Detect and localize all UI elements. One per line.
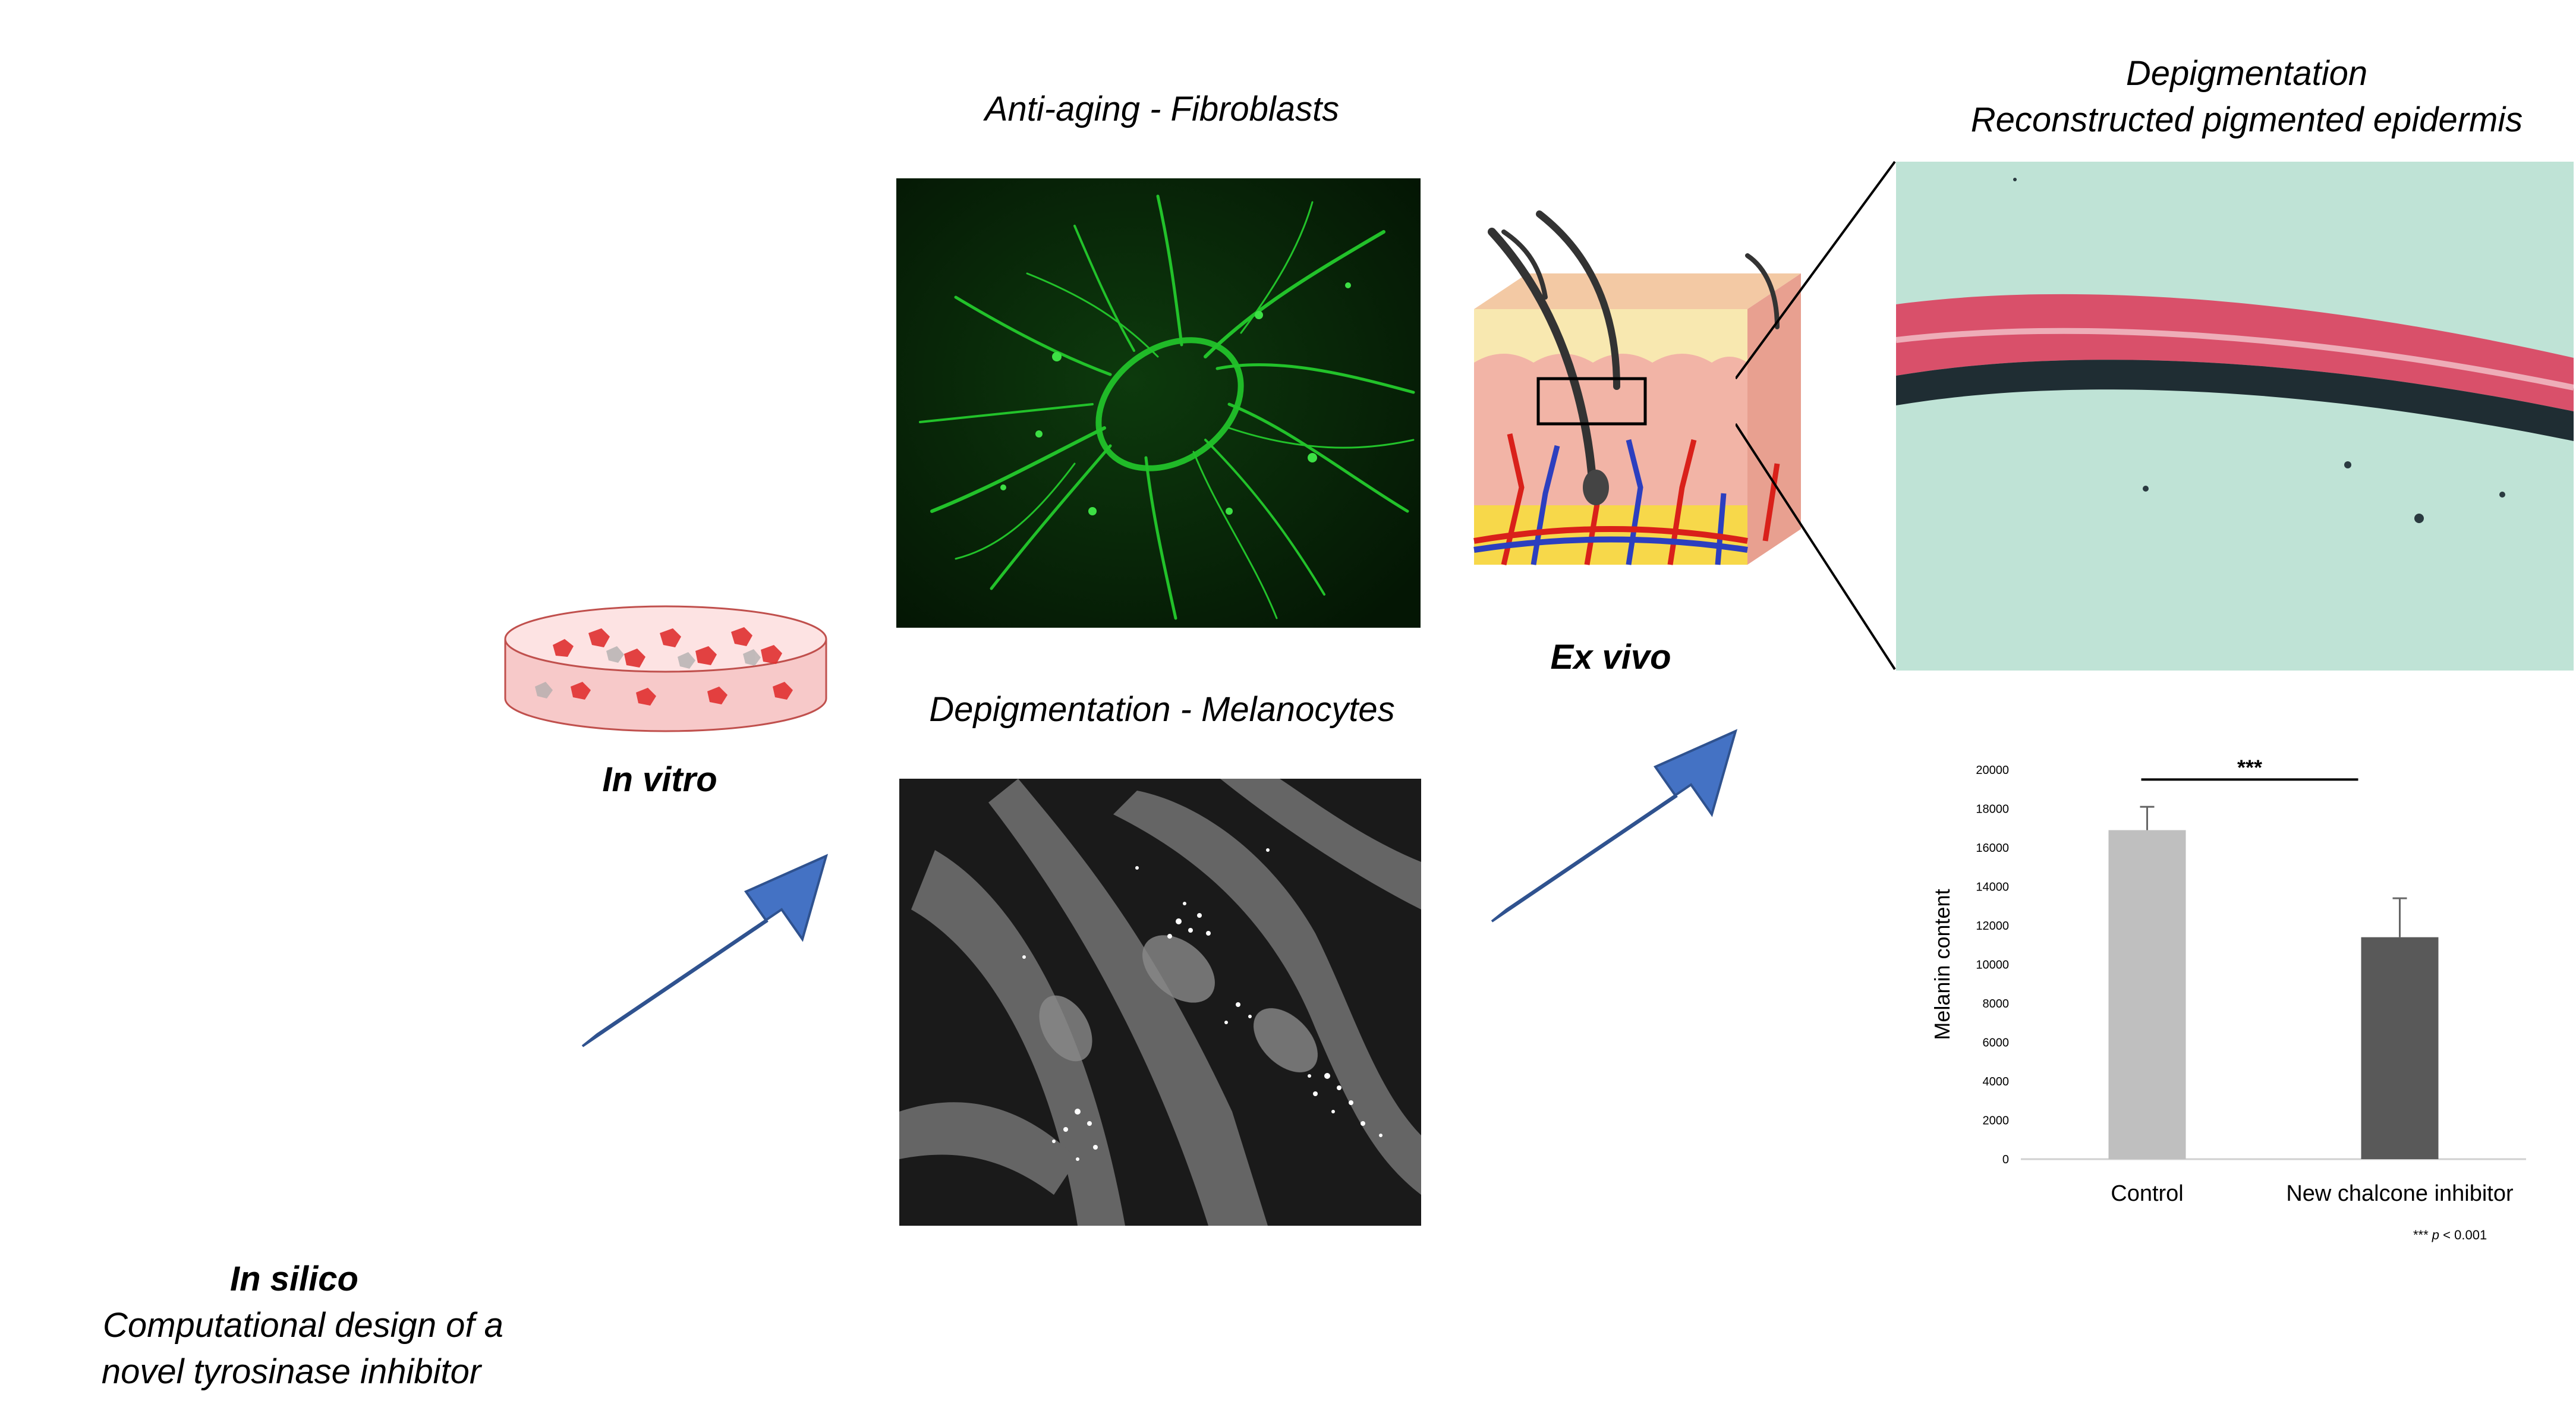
y-axis-label: Melanin content (1930, 889, 1954, 1040)
y-tick-label: 14000 (1976, 881, 2009, 894)
bar (2108, 830, 2186, 1159)
ex-vivo-label: Ex vivo (1550, 638, 1671, 676)
significance-stars: *** (2237, 755, 2262, 779)
zoom-lines (1736, 160, 1896, 671)
y-tick-label: 16000 (1976, 842, 2009, 855)
melanin-content-bar-chart: 0 2000 4000 6000 8000 10000 12000 14000 16000 180… (1930, 755, 2526, 1242)
in-silico-label: In silico (230, 1260, 358, 1298)
epidermis-title-line2: Reconstructed pigmented epidermis (1970, 100, 2523, 139)
fibroblasts-title: Anti-aging - Fibroblasts (984, 90, 1340, 128)
x-tick-label: New chalcone inhibitor (2286, 1181, 2514, 1206)
in-vitro-label: In vitro (602, 760, 717, 799)
x-tick-label: Control (2111, 1181, 2184, 1206)
epidermis-title-line1: Depigmentation (2125, 54, 2368, 93)
bar (2361, 937, 2439, 1159)
reconstructed-epidermis-histology-image (1896, 162, 2574, 671)
y-tick-label: 8000 (1983, 997, 2010, 1011)
y-tick-label: 0 (2002, 1153, 2009, 1166)
y-tick-label: 12000 (1976, 920, 2009, 933)
in-silico-desc-line1: Computational design of a (103, 1306, 503, 1345)
y-tick-label: 10000 (1976, 959, 2009, 972)
y-tick-label: 4000 (1983, 1075, 2010, 1088)
arrow-silico-to-vitro (581, 854, 829, 1047)
fibroblast-fluorescence-image (896, 178, 1421, 628)
arrow-vitro-to-exvivo (1491, 729, 1738, 923)
y-tick-label: 2000 (1983, 1115, 2010, 1128)
in-silico-desc-line2: novel tyrosinase inhibitor (101, 1352, 481, 1391)
melanocyte-micrograph-image (899, 779, 1421, 1226)
melanocytes-title: Depigmentation - Melanocytes (929, 690, 1395, 729)
skin-cross-section-illustration (1473, 210, 1801, 566)
y-tick-label: 20000 (1976, 764, 2009, 777)
y-tick-label: 6000 (1983, 1037, 2010, 1050)
petri-dish-illustration (504, 605, 827, 732)
y-tick-label: 18000 (1976, 803, 2009, 816)
p-value-footnote: *** p < 0.001 (2413, 1228, 2487, 1242)
